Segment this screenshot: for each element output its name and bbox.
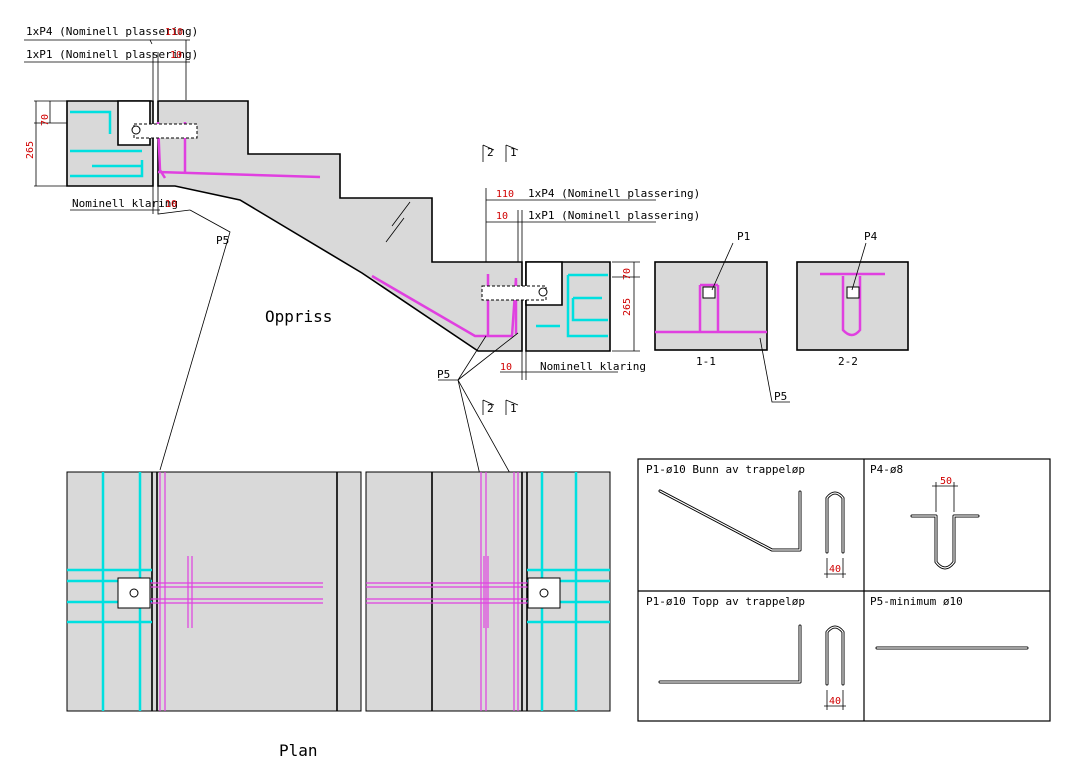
bearing-block-left [117,100,151,146]
schedule-label-4: P5-minimum ø10 [870,595,963,608]
section-1-1-bar [655,283,767,334]
label-p1-top: 1xP1 (Nominell plassering) [26,48,198,61]
plan-edges [151,472,528,711]
dim-265-right: 265 [622,298,633,316]
label-klaring-left: Nominell klaring [72,197,178,210]
dim-10-klaring-left: 10 [165,199,177,210]
dim-110-top: 110 [165,27,183,38]
label-p5-left: P5 [216,234,229,247]
section-1-1-body [654,261,768,351]
dim-70-left: 70 [40,114,51,126]
section-2-2-bar [820,272,885,337]
stair-flight [157,100,523,352]
schedule-label-1: P1-ø10 Bunn av trappeløp [646,463,805,476]
dim-70-right: 70 [622,268,633,280]
label-p1-callout: P1 [737,230,750,243]
plan-left-slab [66,471,362,712]
schedule-label-2: P4-ø8 [870,463,903,476]
dim-10-top: 10 [170,50,182,61]
dim-10-klaring-right: 10 [500,362,512,373]
dim-265-left: 265 [25,141,36,159]
cyan-rebar-left [70,110,144,178]
label-section-2-2: 2-2 [838,355,858,368]
label-p4-top: 1xP4 (Nominell plassering) [26,25,198,38]
plan-view: Plan [66,471,611,760]
plan-magenta-bars-right [366,472,530,711]
anchor-right [538,287,548,297]
dim-40-b: 40 [829,696,841,707]
schedule-grid [638,459,1050,721]
p4-plate-right [481,285,547,301]
bar-schedule: P1-ø10 Bunn av trappeløp P4-ø8 P1-ø10 To… [637,458,1051,722]
title-oppriss: Oppriss [265,307,332,326]
cyan-rebar-right [536,273,608,338]
dim-50: 50 [940,476,952,487]
plan-anchor-right [539,588,549,598]
p5-bar-left [157,170,321,179]
section-mark-2-bot: 2 [487,402,494,415]
p4-plate-left [133,123,198,139]
plan-plate-left [117,577,151,609]
section-mark-1-top: 1 [510,146,517,159]
section-mark-2-top: 2 [487,146,494,159]
plan-magenta-bars-left [150,472,323,711]
title-plan: Plan [279,741,318,760]
dim-110-mid: 110 [496,189,514,200]
p5-bar-middle [371,274,518,338]
dim-40-a: 40 [829,564,841,575]
label-p4-callout: P4 [864,230,878,243]
dim-line-40-a [824,558,846,578]
label-section-1-1: 1-1 [696,355,716,368]
label-klaring-right: Nominell klaring [540,360,646,373]
section-2-2-plate [846,286,860,299]
dimension-lines [24,39,870,476]
schedule-label-3: P1-ø10 Topp av trappeløp [646,595,805,608]
plan-anchor-left [129,588,139,598]
dim-line-50 [932,482,958,512]
label-p5-right: P5 [774,390,787,403]
break-line [385,201,411,243]
label-p1-mid: 1xP1 (Nominell plassering) [528,209,700,222]
label-p4-mid: 1xP4 (Nominell plassering) [528,187,700,200]
anchor-left [131,125,141,135]
label-p5-mid: P5 [437,368,450,381]
elevation-view: 1xP4 (Nominell plassering) 1xP1 (Nominel… [24,25,909,476]
section-1-1-plate [702,286,716,299]
dim-10-mid: 10 [496,211,508,222]
dim-line-40-b [824,690,846,710]
section-mark-1-bot: 1 [510,402,517,415]
